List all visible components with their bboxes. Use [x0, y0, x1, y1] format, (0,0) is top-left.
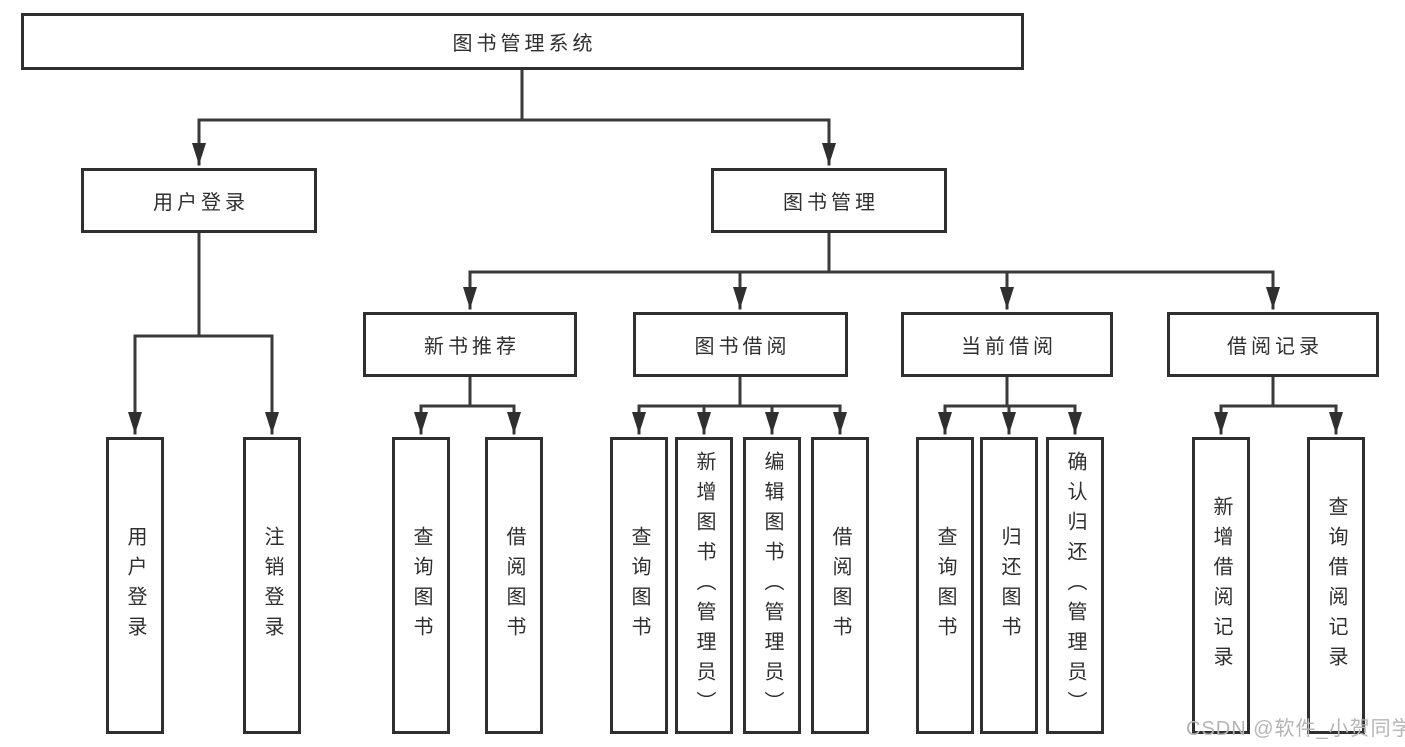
node-label: 注销登录: [261, 525, 283, 646]
node-new-book-recommendation: 新书推荐: [363, 312, 577, 377]
node-book-management: 图书管理: [711, 168, 947, 233]
node-library-management-system: 图书管理系统: [21, 13, 1024, 70]
node-label: 借阅记录: [1227, 336, 1323, 358]
leaf-query-books-recommend: 查询图书: [392, 437, 450, 734]
node-label: 用户登录: [124, 525, 146, 646]
leaf-query-borrow-record: 查询借阅记录: [1307, 437, 1365, 734]
node-book-borrowing: 图书借阅: [633, 312, 848, 377]
leaf-edit-book-admin: 编辑图书（管理员）: [743, 437, 801, 734]
leaf-user-login: 用户登录: [106, 437, 164, 734]
edges-user-login: [128, 231, 279, 435]
node-label: 编辑图书（管理员）: [761, 450, 783, 721]
csdn-watermark: CSDN @软件_小贺同学: [1186, 718, 1405, 740]
node-label: 图书管理系统: [452, 33, 597, 55]
node-label: 图书借阅: [694, 336, 791, 358]
node-label: 查询图书: [628, 525, 650, 646]
node-label: 图书管理: [783, 192, 879, 214]
node-label: 查询借阅记录: [1325, 495, 1347, 676]
edges-book-management: [463, 231, 1280, 310]
leaf-confirm-return-admin: 确认归还（管理员）: [1046, 437, 1104, 734]
node-label: 新增图书（管理员）: [693, 450, 715, 721]
edges-borrowing-records: [1214, 375, 1343, 435]
node-user-login: 用户登录: [81, 168, 317, 233]
node-label: 查询图书: [410, 525, 432, 646]
node-label: 借阅图书: [829, 525, 851, 646]
node-label: 新书推荐: [424, 336, 520, 358]
node-label: 查询图书: [934, 525, 956, 646]
edges-root: [192, 67, 836, 166]
node-current-borrowing: 当前借阅: [901, 312, 1113, 377]
leaf-add-borrow-record: 新增借阅记录: [1192, 437, 1250, 734]
edges-new-book-recommendation: [414, 375, 521, 435]
node-label: 确认归还（管理员）: [1064, 450, 1086, 721]
leaf-query-books-current: 查询图书: [916, 437, 974, 734]
node-borrowing-records: 借阅记录: [1167, 312, 1379, 377]
leaf-borrow-books: 借阅图书: [811, 437, 869, 734]
node-label: 借阅图书: [503, 525, 525, 646]
node-label: 当前借阅: [961, 336, 1057, 358]
edges-current-borrowing: [938, 375, 1082, 435]
edges-book-borrowing: [632, 375, 847, 435]
leaf-logout: 注销登录: [243, 437, 301, 734]
leaf-add-book-admin: 新增图书（管理员）: [675, 437, 733, 734]
node-label: 归还图书: [998, 525, 1020, 646]
leaf-borrow-books-recommend: 借阅图书: [485, 437, 543, 734]
node-label: 新增借阅记录: [1210, 495, 1232, 676]
leaf-query-books-borrowing: 查询图书: [610, 437, 668, 734]
leaf-return-books: 归还图书: [980, 437, 1038, 734]
node-label: 用户登录: [153, 192, 249, 214]
